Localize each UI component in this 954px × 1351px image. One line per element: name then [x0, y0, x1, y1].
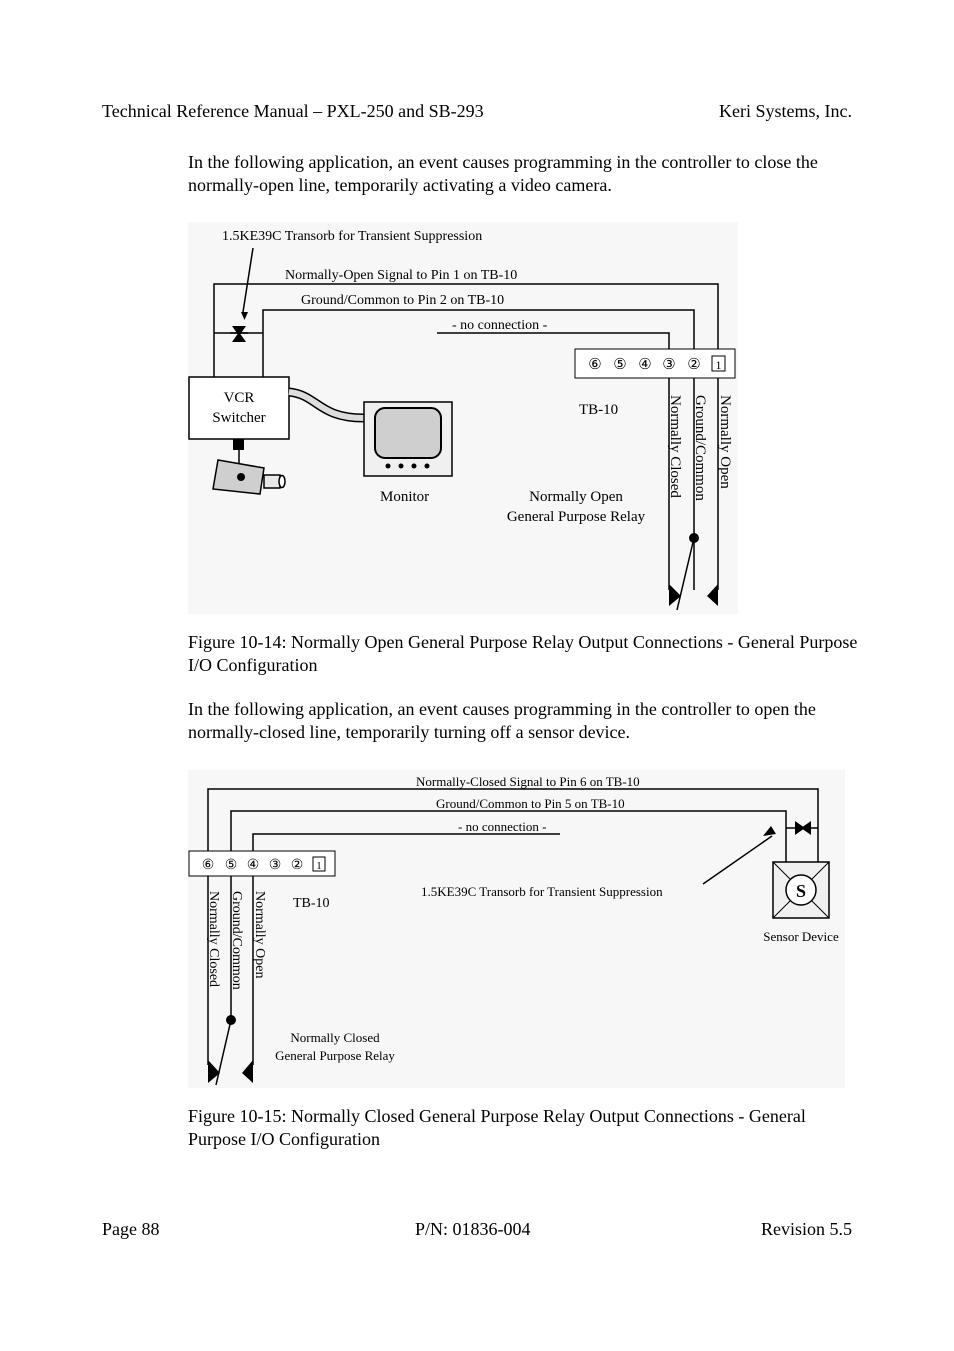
fig1-no-connection-label: - no connection - [452, 318, 548, 333]
fig1-vcr-label-2: Switcher [212, 410, 265, 426]
fig1-pin-3: ③ [662, 357, 675, 373]
fig1-relay-label-2: General Purpose Relay [507, 509, 646, 525]
fig2-relay-label-1: Normally Closed [290, 1030, 380, 1045]
fig1-relay-label-1: Normally Open [529, 489, 623, 505]
fig2-pin-4: ④ [247, 858, 260, 873]
fig1-pin-6: ⑥ [588, 357, 601, 373]
fig2-tb-label: TB-10 [293, 896, 330, 911]
fig2-pin-1: 1 [316, 860, 322, 872]
fig1-ground-label: Ground/Common to Pin 2 on TB-10 [301, 293, 504, 308]
footer-page-number: Page 88 [102, 1219, 160, 1239]
sensor-device-letter: S [796, 881, 806, 901]
fig1-wire-normally-open: Normally Open [717, 395, 733, 489]
fig1-pin-2: ② [687, 357, 700, 373]
fig2-relay-label-2: General Purpose Relay [275, 1048, 395, 1063]
fig2-pin-3: ③ [269, 858, 282, 873]
footer-revision: Revision 5.5 [760, 1219, 852, 1239]
header-title: Technical Reference Manual – PXL-250 and… [102, 101, 484, 121]
fig1-wire-normally-closed: Normally Closed [667, 395, 683, 498]
fig1-transorb-label: 1.5KE39C Transorb for Transient Suppress… [222, 229, 482, 244]
fig1-wire-ground-common: Ground/Common [692, 395, 708, 501]
fig1-signal-label: Normally-Open Signal to Pin 1 on TB-10 [285, 268, 517, 283]
footer-part-number: P/N: 01836-004 [415, 1219, 531, 1239]
intro-paragraph-1: In the following application, an event c… [188, 152, 818, 195]
fig1-monitor-label: Monitor [380, 489, 429, 505]
fig2-pin-5: ⑤ [225, 858, 238, 873]
fig1-vcr-label-1: VCR [224, 390, 255, 406]
fig1-pin-4: ④ [638, 357, 651, 373]
figure-10-15: Normally-Closed Signal to Pin 6 on TB-10… [188, 770, 845, 1088]
fig1-pin-5: ⑤ [613, 357, 626, 373]
figure-caption-10-15: Figure 10-15: Normally Closed General Pu… [188, 1106, 806, 1149]
fig2-ground-label: Ground/Common to Pin 5 on TB-10 [436, 796, 625, 811]
fig2-no-connection-label: - no connection - [458, 819, 546, 834]
fig2-sensor-label: Sensor Device [763, 929, 839, 944]
fig2-pin-2: ② [291, 858, 304, 873]
fig2-wire-ground-common: Ground/Common [229, 891, 244, 990]
fig2-pin-6: ⑥ [202, 858, 215, 873]
fig1-pin-1: 1 [716, 358, 722, 372]
fig2-signal-label: Normally-Closed Signal to Pin 6 on TB-10 [416, 774, 640, 789]
header-company: Keri Systems, Inc. [719, 101, 852, 121]
figure-caption-10-14: Figure 10-14: Normally Open General Purp… [188, 632, 858, 675]
fig2-wire-normally-open: Normally Open [252, 891, 267, 978]
fig2-transorb-label: 1.5KE39C Transorb for Transient Suppress… [421, 884, 663, 899]
figure-10-14: 1.5KE39C Transorb for Transient Suppress… [188, 222, 738, 614]
intro-paragraph-2: In the following application, an event c… [188, 699, 816, 742]
fig1-tb-label: TB-10 [579, 402, 618, 418]
fig2-wire-normally-closed: Normally Closed [206, 891, 221, 987]
